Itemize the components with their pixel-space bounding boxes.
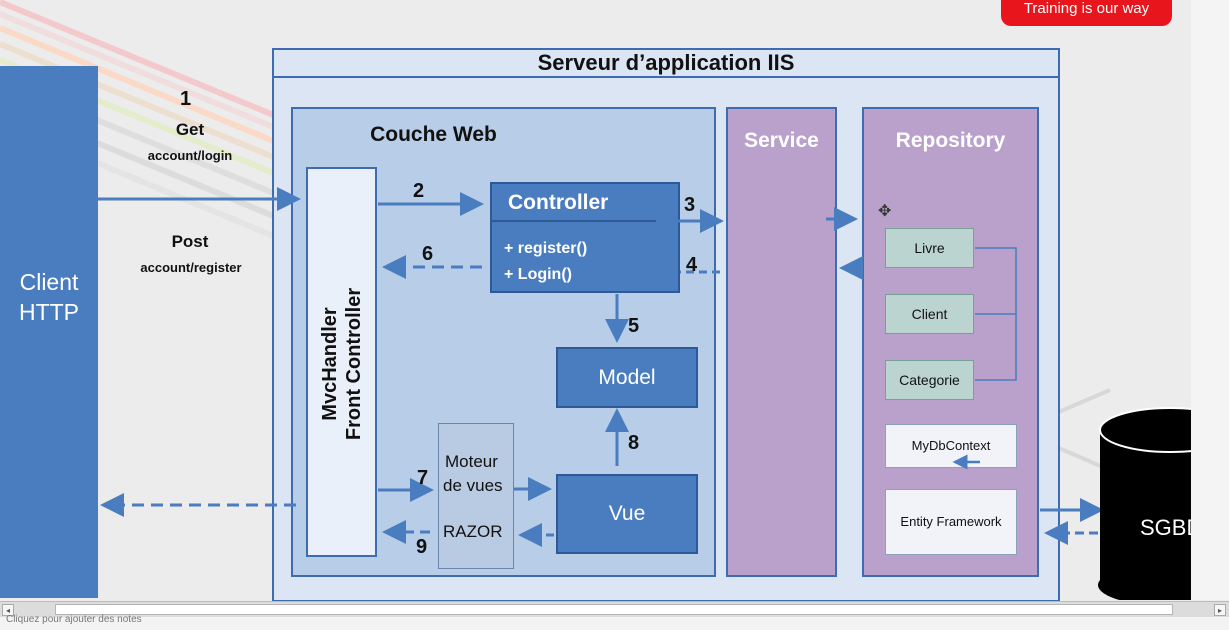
view-engine-line2: de vues	[443, 476, 503, 495]
entity-categorie: Categorie	[885, 360, 974, 400]
post-path-label: account/register	[140, 260, 242, 275]
get-method-label: Get	[175, 120, 205, 139]
step-2-label: 2	[413, 180, 425, 202]
scroll-left-icon[interactable]: ◂	[2, 604, 14, 616]
step-9-label: 9	[416, 536, 428, 558]
client-label-line2: HTTP	[18, 299, 80, 325]
service-layer: Service	[726, 107, 837, 577]
register-method: + register()	[504, 240, 588, 257]
step-1-label: 1	[180, 88, 192, 110]
controller-box: Controller + register() + Login()	[490, 182, 680, 293]
scrollbar-thumb[interactable]	[55, 604, 1173, 615]
step-3-label: 3	[684, 194, 696, 216]
repository-title: Repository	[895, 129, 1006, 152]
server-title: Serveur d’application IIS	[274, 50, 1058, 78]
right-margin	[1191, 0, 1229, 600]
notes-placeholder[interactable]: Cliquez pour ajouter des notes	[6, 614, 142, 625]
entity-client: Client	[885, 294, 974, 334]
entity-framework-box: Entity Framework	[885, 489, 1017, 555]
front-controller-text: Front Controller	[343, 287, 365, 441]
web-layer-title: Couche Web	[370, 123, 497, 146]
entity-livre: Livre	[885, 228, 974, 268]
login-method: + Login()	[504, 266, 572, 283]
horizontal-scrollbar[interactable]: ◂ ▸	[0, 601, 1229, 617]
step-5-label: 5	[628, 315, 640, 337]
get-path-label: account/login	[147, 148, 233, 163]
model-box: Model	[556, 347, 698, 408]
step-6-label: 6	[422, 243, 434, 265]
client-http-box: Client HTTP	[0, 66, 98, 598]
razor-label: RAZOR	[443, 522, 503, 541]
dbcontext-box: MyDbContext	[885, 424, 1017, 468]
controller-title: Controller	[492, 184, 678, 222]
step-8-label: 8	[628, 432, 640, 454]
step-7-label: 7	[417, 467, 429, 489]
training-banner: Training is our way	[1001, 0, 1172, 26]
service-title: Service	[744, 129, 819, 152]
view-engine-line1: Moteur	[445, 452, 498, 471]
step-4-label: 4	[686, 254, 698, 276]
scroll-right-icon[interactable]: ▸	[1214, 604, 1226, 616]
mvc-handler-text: MvcHandler	[319, 307, 341, 421]
notes-pane[interactable]: Cliquez pour ajouter des notes	[0, 614, 1229, 630]
front-controller-label: MvcHandler Front Controller	[318, 169, 368, 559]
client-label-line1: Client	[19, 269, 79, 295]
view-box: Vue	[556, 474, 698, 554]
post-method-label: Post	[171, 232, 209, 251]
view-engine-box: Moteur de vues RAZOR	[438, 423, 514, 569]
front-controller-box: MvcHandler Front Controller	[306, 167, 377, 557]
